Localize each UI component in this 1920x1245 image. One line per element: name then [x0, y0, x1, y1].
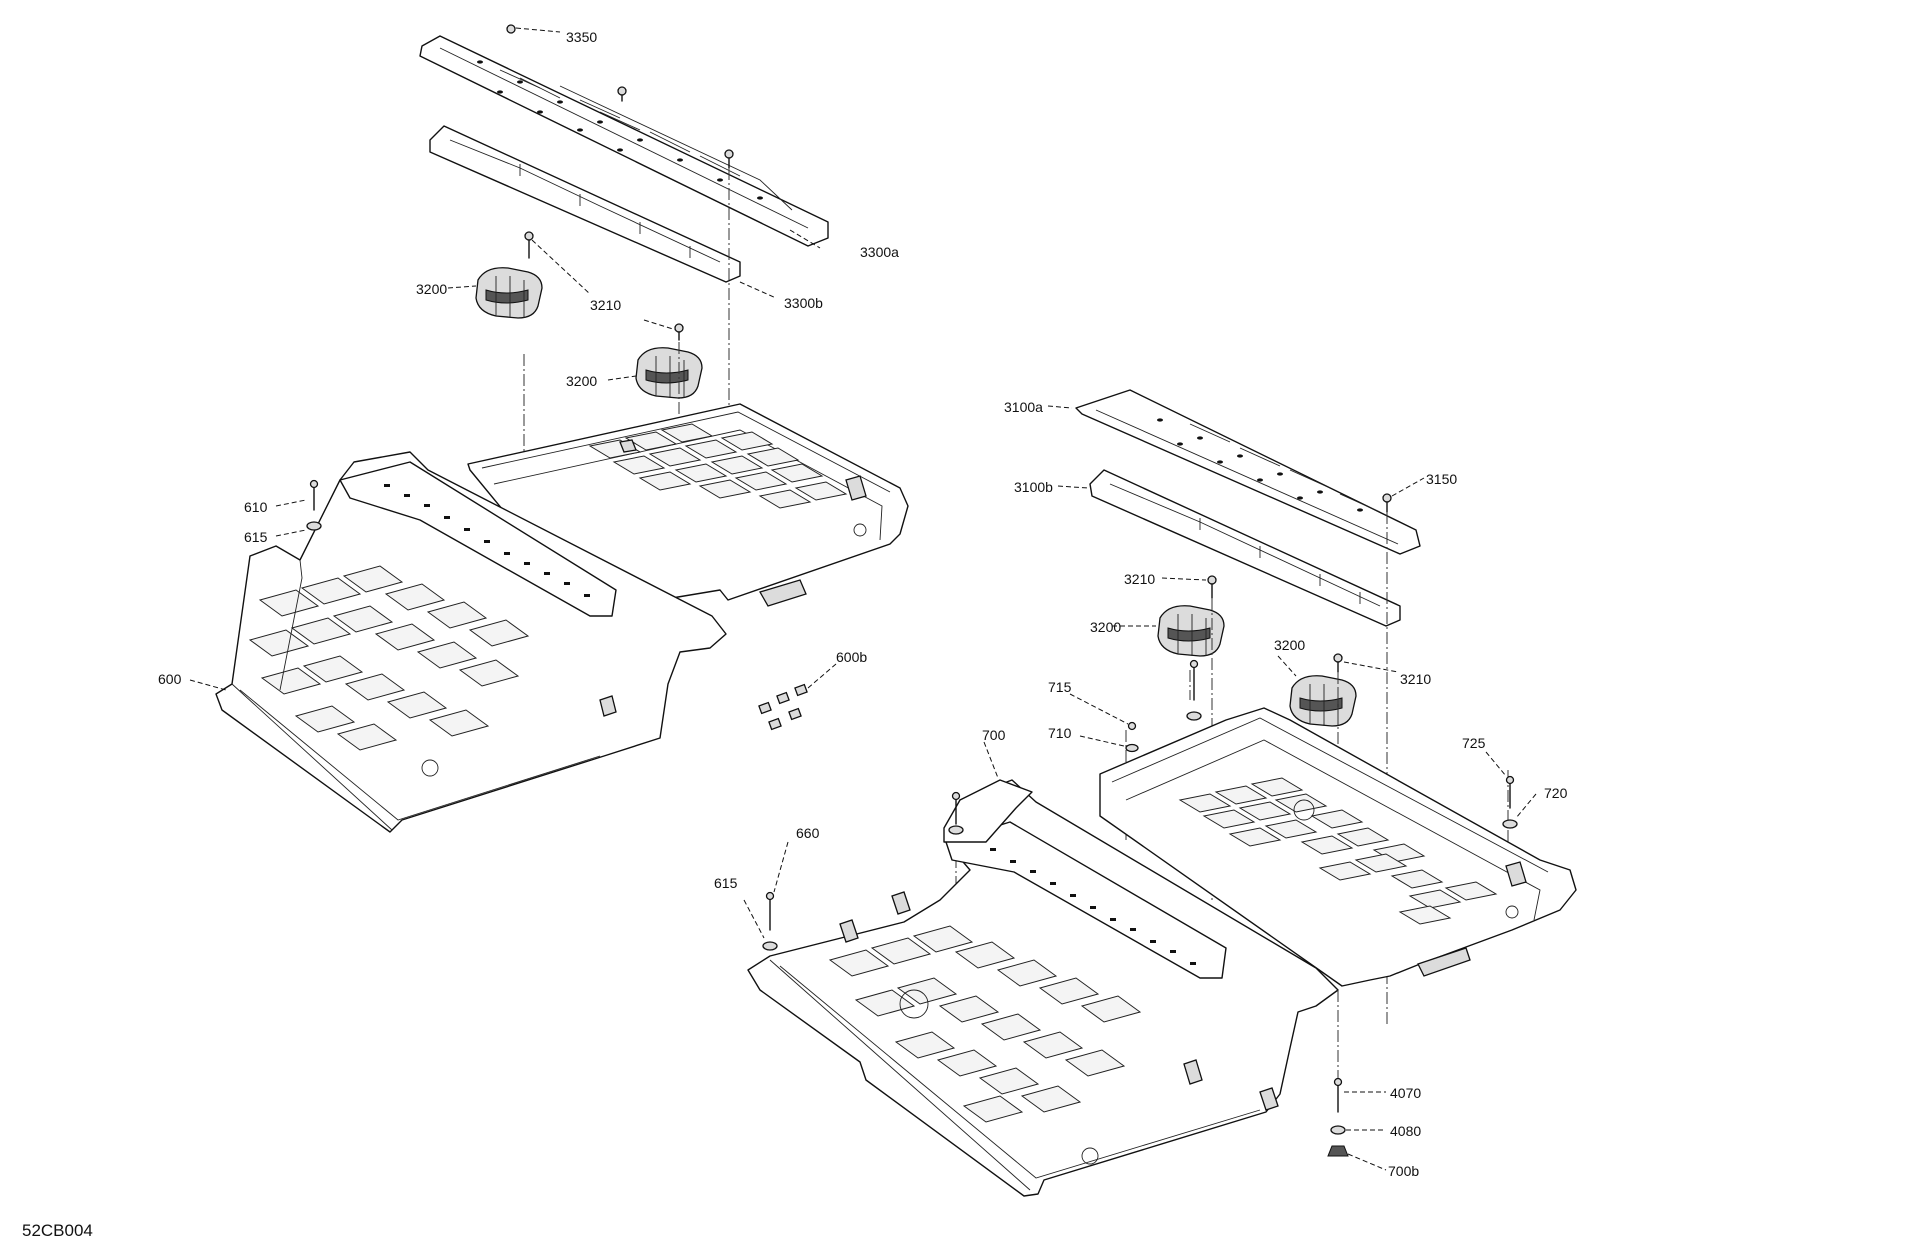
callout-715: 715	[1048, 679, 1072, 695]
clip-3200-b	[635, 347, 703, 399]
callout-3200-d: 3200	[1274, 637, 1305, 653]
callout-3200-c: 3200	[1090, 619, 1121, 635]
floor-assembly-700	[747, 707, 1577, 1197]
callout-660: 660	[796, 825, 820, 841]
callout-3200-b: 3200	[566, 373, 597, 389]
callout-3300a: 3300a	[860, 244, 899, 260]
floor-assembly-600	[215, 403, 909, 833]
clip-3200-a	[475, 267, 543, 319]
callout-600b: 600b	[836, 649, 867, 665]
panel-3300a	[419, 35, 829, 247]
callout-4070: 4070	[1390, 1085, 1421, 1101]
panel-3100b	[1089, 469, 1401, 627]
callout-610: 610	[244, 499, 268, 515]
clip-3200-c	[1157, 605, 1225, 657]
callout-3210-mid: 3210	[1124, 571, 1155, 587]
callout-3350: 3350	[566, 29, 597, 45]
callout-3100b: 3100b	[1014, 479, 1053, 495]
callout-615-right: 615	[714, 875, 738, 891]
callout-3210-right: 3210	[1400, 671, 1431, 687]
clips-600b	[758, 683, 808, 731]
clip-3200-d	[1289, 675, 1357, 727]
callout-3300b: 3300b	[784, 295, 823, 311]
callout-700: 700	[982, 727, 1006, 743]
panel-3300b	[429, 125, 741, 283]
callout-3210-top: 3210	[590, 297, 621, 313]
diagram-reference-code: 52CB004	[22, 1221, 93, 1240]
callout-720: 720	[1544, 785, 1568, 801]
panel-3100a	[1075, 389, 1421, 555]
callout-725: 725	[1462, 735, 1486, 751]
callout-700b: 700b	[1388, 1163, 1419, 1179]
callout-3150: 3150	[1426, 471, 1457, 487]
callout-615-left: 615	[244, 529, 268, 545]
callout-3100a: 3100a	[1004, 399, 1043, 415]
callout-710: 710	[1048, 725, 1072, 741]
callout-3200-a: 3200	[416, 281, 447, 297]
callout-600: 600	[158, 671, 182, 687]
fastener-3350	[506, 24, 734, 169]
callout-4080: 4080	[1390, 1123, 1421, 1139]
